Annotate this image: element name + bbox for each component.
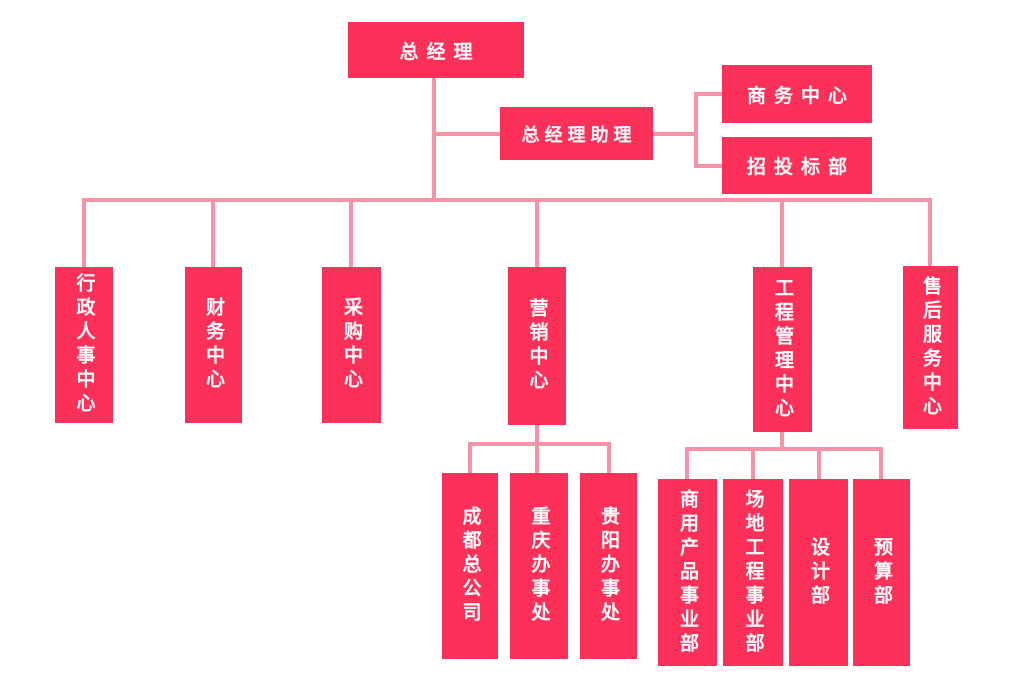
node-admin-hr-center[interactable]: 行政人事中心 (55, 267, 113, 423)
connector-drop-chongqing (535, 442, 539, 473)
node-budget-department[interactable]: 预算部 (853, 479, 910, 666)
node-business-center[interactable]: 商务中心 (722, 65, 872, 123)
node-after-sales-center[interactable]: 售后服务中心 (903, 266, 958, 429)
node-commercial-product-division[interactable]: 商用产品事业部 (658, 479, 717, 666)
connector-drop-chengdu (468, 442, 472, 473)
connector-assistant-left (432, 132, 500, 136)
node-general-manager[interactable]: 总经理 (348, 22, 524, 78)
connector-drop-engineering (780, 198, 784, 267)
node-chengdu-head-office[interactable]: 成都总公司 (442, 473, 498, 659)
node-chongqing-office[interactable]: 重庆办事处 (510, 473, 568, 659)
node-guiyang-office[interactable]: 贵阳办事处 (580, 473, 637, 659)
connector-drop-budget (879, 447, 883, 479)
connector-assistant-right (653, 132, 697, 136)
connector-engineering-parent-drop (780, 432, 784, 451)
node-gm-assistant[interactable]: 总经理助理 (500, 107, 653, 160)
node-engineering-mgmt-center[interactable]: 工程管理中心 (753, 267, 812, 432)
connector-to-business-center (694, 92, 722, 96)
connector-drop-finance (211, 198, 215, 267)
connector-to-bidding-department (694, 164, 722, 168)
connector-trunk (432, 78, 436, 202)
connector-drop-design (817, 447, 821, 479)
node-marketing-center[interactable]: 营销中心 (508, 267, 566, 425)
connector-drop-admin-hr (82, 198, 86, 267)
connector-main-rail (82, 198, 932, 202)
connector-drop-after-sales (928, 198, 932, 266)
connector-marketing-rail (468, 442, 611, 446)
connector-drop-procurement (349, 198, 353, 267)
connector-drop-marketing (535, 198, 539, 267)
node-finance-center[interactable]: 财务中心 (185, 267, 242, 423)
node-bidding-department[interactable]: 招投标部 (722, 137, 872, 194)
node-design-department[interactable]: 设计部 (789, 479, 848, 666)
connector-drop-commercial-products (685, 447, 689, 479)
connector-drop-site-engineering (751, 447, 755, 479)
node-procurement-center[interactable]: 采购中心 (322, 267, 381, 423)
connector-marketing-parent-drop (535, 425, 539, 446)
connector-assistant-stub (694, 92, 698, 168)
connector-engineering-rail (685, 447, 883, 451)
connector-drop-guiyang (607, 442, 611, 473)
node-site-engineering-division[interactable]: 场地工程事业部 (723, 479, 783, 666)
